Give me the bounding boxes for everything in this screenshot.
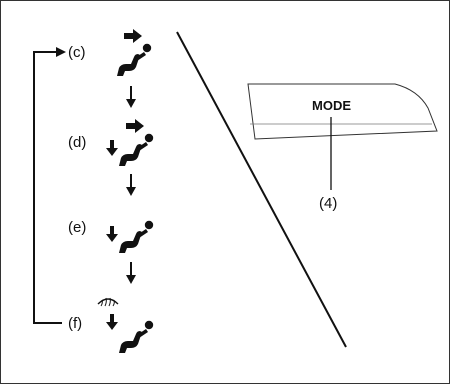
dashboard-panel xyxy=(247,83,438,140)
seat-bilevel-icon xyxy=(106,119,154,166)
callout-label: (4) xyxy=(319,195,337,212)
mode-f: (f) xyxy=(68,297,154,353)
flow-arrow-3 xyxy=(126,262,136,284)
flow-arrow-1 xyxy=(126,86,136,108)
mode-label-f: (f) xyxy=(68,315,82,332)
loop-bracket xyxy=(33,47,66,324)
mode-button-label: MODE xyxy=(312,98,351,113)
seat-floor-defrost-icon xyxy=(97,297,154,353)
mode-e: (e) xyxy=(68,219,154,253)
mode-label-d: (d) xyxy=(68,134,86,151)
seat-face-vent-icon xyxy=(117,29,152,76)
flow-arrow-2 xyxy=(126,174,136,196)
mode-c: (c) xyxy=(68,29,152,76)
seat-floor-icon xyxy=(106,220,154,253)
mode-label-e: (e) xyxy=(68,219,86,236)
divider-line xyxy=(176,31,347,348)
mode-label-c: (c) xyxy=(68,44,86,61)
defrost-icon xyxy=(97,297,119,307)
mode-d: (d) xyxy=(68,119,154,166)
